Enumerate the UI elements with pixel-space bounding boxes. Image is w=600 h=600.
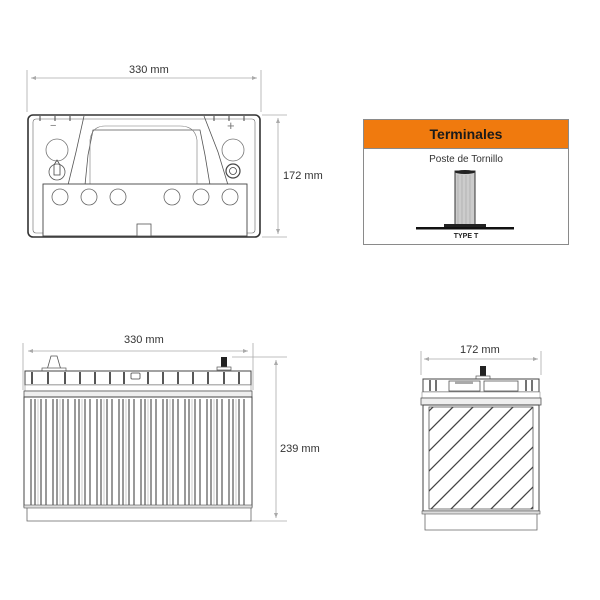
top-width-label: 330 mm bbox=[129, 64, 169, 76]
side-width-label: 172 mm bbox=[460, 344, 500, 356]
terminal-type-description: Poste de Tornillo bbox=[429, 154, 503, 165]
negative-terminal-symbol: − bbox=[50, 120, 57, 132]
terminals-panel: Terminales Poste de Tornillo TYPE T bbox=[363, 119, 569, 245]
positive-terminal-symbol: + bbox=[227, 118, 235, 133]
terminal-type-label: TYPE T bbox=[453, 233, 479, 240]
screw-post-terminal-icon bbox=[416, 170, 514, 230]
front-height-label: 239 mm bbox=[280, 443, 320, 455]
terminals-title: Terminales bbox=[364, 120, 568, 149]
top-depth-label: 172 mm bbox=[283, 170, 323, 182]
front-width-label: 330 mm bbox=[124, 334, 164, 346]
